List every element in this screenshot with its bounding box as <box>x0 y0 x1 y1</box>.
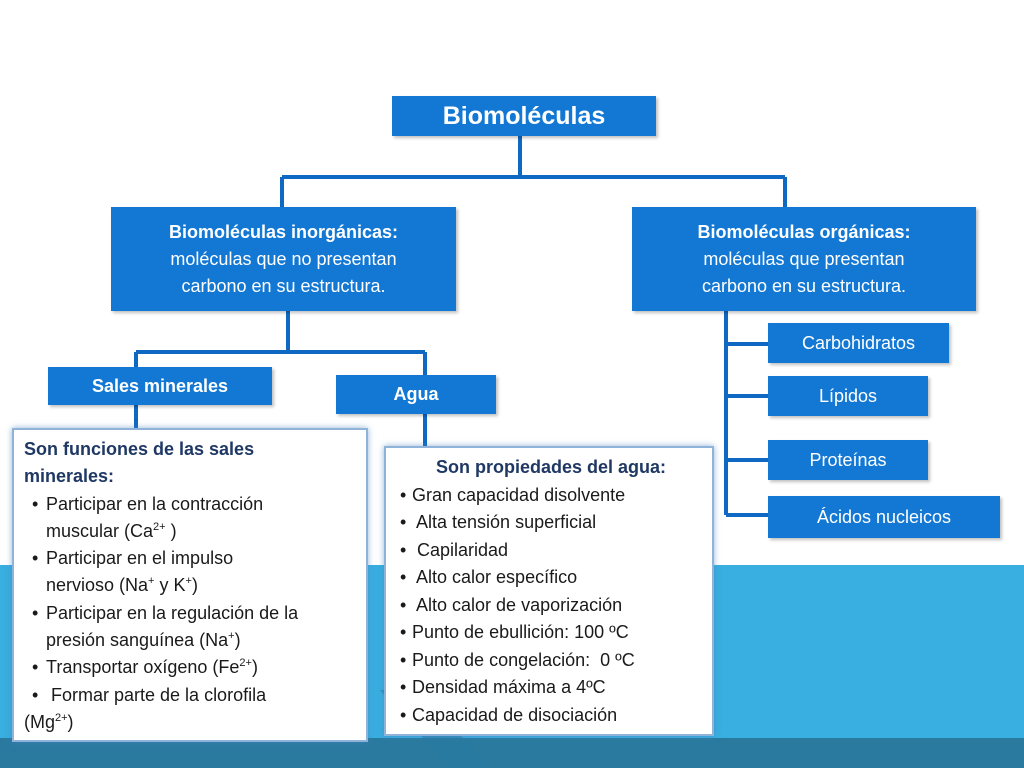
sales-item-5-line2: (Mg2+) <box>24 711 74 732</box>
bullet-icon: • <box>400 512 407 532</box>
sales-item-4: • Transportar oxígeno (Fe2+) <box>24 654 358 681</box>
agua-item-1: •Gran capacidad disolvente <box>396 482 706 510</box>
sales-item-1-line2: muscular (Ca2+ ) <box>46 520 177 541</box>
bullet-icon: • <box>32 548 39 569</box>
sales-item-1-line1: Participar en la contracción <box>46 493 264 514</box>
node-sales-minerales: Sales minerales <box>48 367 272 405</box>
agua-item-3: • Capilaridad <box>396 537 706 565</box>
node-lipidos: Lípidos <box>768 376 928 416</box>
node-proteinas: Proteínas <box>768 440 928 480</box>
agua-info-title: Son propiedades del agua: <box>435 457 667 477</box>
sales-info-title-line2: minerales: <box>24 466 115 487</box>
bullet-icon: • <box>400 704 407 725</box>
sales-item-5-line1: Formar parte de la clorofila <box>46 684 267 705</box>
inorganic-title: Biomoléculas inorgánicas: <box>168 221 399 242</box>
bullet-icon: • <box>32 493 39 514</box>
agua-item-4: • Alto calor específico <box>396 564 706 592</box>
node-proteinas-label: Proteínas <box>809 449 887 470</box>
sales-item-3-line1: Participar en la regulación de la <box>46 602 299 623</box>
node-organic: Biomoléculas orgánicas: moléculas que pr… <box>632 207 976 311</box>
sales-item-1: • Participar en la contracción muscular … <box>24 491 358 546</box>
sales-item-2-line1: Participar en el impulso <box>46 548 234 569</box>
inorganic-desc-line1: moléculas que no presentan <box>170 248 397 269</box>
sales-info-title-line1: Son funciones de las sales <box>24 439 255 459</box>
organic-desc-line1: moléculas que presentan <box>703 248 905 269</box>
sales-item-3-line2: presión sanguínea (Na+) <box>46 630 241 651</box>
organic-title: Biomoléculas orgánicas: <box>697 221 911 242</box>
node-acidos-nucleicos: Ácidos nucleicos <box>768 496 1000 538</box>
sales-item-2-line2: nervioso (Na+ y K+) <box>46 575 198 596</box>
node-agua-label: Agua <box>393 384 439 404</box>
node-acidos-label: Ácidos nucleicos <box>816 506 952 527</box>
bullet-icon: • <box>400 649 407 670</box>
bullet-icon: • <box>400 567 407 587</box>
bullet-icon: • <box>400 677 407 697</box>
agua-item-7: •Punto de congelación: 0 ºC <box>396 647 706 675</box>
bullet-icon: • <box>400 539 407 560</box>
node-sales-label: Sales minerales <box>91 375 229 396</box>
sales-item-3: • Participar en la regulación de la pres… <box>24 600 358 655</box>
background-dark-band <box>0 738 1024 768</box>
node-inorganic: Biomoléculas inorgánicas: moléculas que … <box>111 207 456 311</box>
agua-item-8: •Densidad máxima a 4ºC <box>396 674 706 702</box>
sales-item-5: • Formar parte de la clorofila (Mg2+) <box>24 682 358 737</box>
node-biomoleculas-label: Biomoléculas <box>442 101 606 130</box>
node-carbohidratos: Carbohidratos <box>768 323 949 363</box>
agua-item-6: •Punto de ebullición: 100 ºC <box>396 619 706 647</box>
bullet-icon: • <box>400 622 407 642</box>
node-biomoleculas: Biomoléculas <box>392 96 656 136</box>
bullet-icon: • <box>32 602 39 623</box>
inorganic-desc-line2: carbono en su estructura. <box>181 275 386 296</box>
bullet-icon: • <box>32 657 39 678</box>
agua-item-5: • Alto calor de vaporización <box>396 592 706 620</box>
node-carbohidratos-label: Carbohidratos <box>801 332 916 353</box>
node-agua: Agua <box>336 375 496 414</box>
agua-properties-panel: Son propiedades del agua: •Gran capacida… <box>384 446 714 736</box>
sales-item-2: • Participar en el impulso nervioso (Na+… <box>24 545 358 600</box>
bullet-icon: • <box>400 484 407 505</box>
organic-desc-line2: carbono en su estructura. <box>701 275 907 296</box>
sales-item-4-line1: Transportar oxígeno (Fe2+) <box>46 657 258 678</box>
node-lipidos-label: Lípidos <box>818 385 878 406</box>
agua-item-2: • Alta tensión superficial <box>396 509 706 537</box>
bullet-icon: • <box>400 594 407 615</box>
bullet-icon: • <box>32 684 39 705</box>
agua-item-9: •Capacidad de disociación <box>396 702 706 730</box>
sales-functions-panel: Son funciones de las sales minerales: • … <box>12 428 368 742</box>
